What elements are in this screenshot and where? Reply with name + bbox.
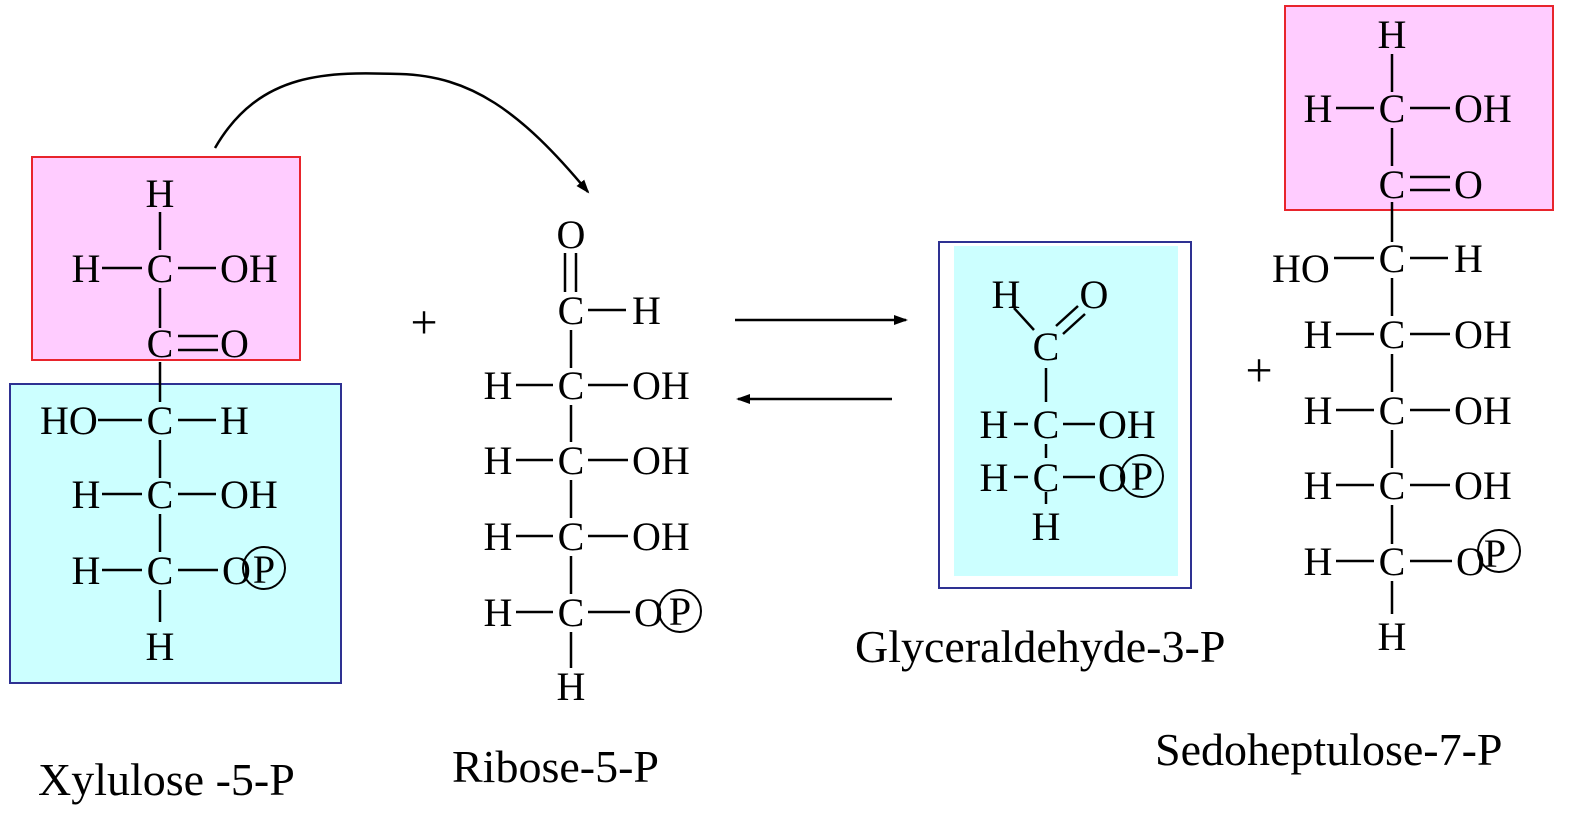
atom-o: O — [1098, 455, 1127, 500]
atom-p: P — [253, 547, 275, 592]
transfer-arrow — [213, 72, 590, 194]
atom-oh: OH — [220, 472, 278, 517]
atom-c: C — [1379, 388, 1406, 433]
atom-c: C — [1379, 539, 1406, 584]
atom-oh: OH — [632, 514, 690, 559]
atom-h: H — [72, 472, 101, 517]
xylulose-label: Xylulose -5-P — [38, 754, 295, 805]
atom-o: O — [1454, 162, 1483, 207]
atom-h: H — [484, 590, 513, 635]
atom-h: H — [484, 514, 513, 559]
plus-sign: + — [410, 296, 437, 349]
glyceraldehyde-3-p-structure: H O C H C OH H C O P H — [938, 241, 1192, 589]
glyceraldehyde-label: Glyceraldehyde-3-P — [855, 621, 1225, 672]
atom-h: H — [220, 398, 249, 443]
phosphate-circle — [242, 546, 286, 590]
atom-o: O — [220, 321, 249, 366]
atom-h: H — [1032, 504, 1061, 549]
sedoheptulose-7-p-structure: H H C OH C O HO C H H C OH H C OH H C OH… — [1272, 5, 1554, 659]
sedoheptulose-label: Sedoheptulose-7-P — [1155, 724, 1503, 775]
atom-h: H — [1454, 236, 1483, 281]
atom-h: H — [1304, 86, 1333, 131]
phosphate-circle — [1477, 529, 1521, 573]
atom-h: H — [484, 438, 513, 483]
atom-h: H — [1304, 388, 1333, 433]
atom-c: C — [147, 246, 174, 291]
xylulose-remainder-box — [9, 383, 342, 684]
atom-oh: OH — [1454, 463, 1512, 508]
atom-h: H — [992, 272, 1021, 317]
atom-h: H — [1304, 312, 1333, 357]
ribose-5-p-structure: O C H H C OH H C OH H C OH H C O P H — [484, 212, 702, 709]
atom-oh: OH — [1454, 388, 1512, 433]
atom-o: O — [634, 590, 663, 635]
atom-ho: HO — [40, 398, 98, 443]
glyceraldehyde-box-fill — [954, 246, 1178, 576]
atom-o: O — [222, 548, 251, 593]
atom-h: H — [1378, 614, 1407, 659]
atom-c: C — [1379, 86, 1406, 131]
atom-oh: OH — [632, 438, 690, 483]
atom-c: C — [1379, 236, 1406, 281]
phosphate-circle — [658, 589, 702, 633]
atom-oh: OH — [1454, 86, 1512, 131]
atom-c: C — [1033, 324, 1060, 369]
atom-h: H — [980, 402, 1009, 447]
atom-h: H — [1304, 539, 1333, 584]
atom-p: P — [1484, 531, 1506, 576]
atom-c: C — [558, 590, 585, 635]
atom-h: H — [146, 624, 175, 669]
plus-sign: + — [1245, 344, 1272, 397]
atom-c: C — [147, 321, 174, 366]
atom-h: H — [72, 548, 101, 593]
atom-oh: OH — [632, 363, 690, 408]
atom-o: O — [1456, 539, 1485, 584]
atom-c: C — [558, 514, 585, 559]
xylulose-5-p-structure: H H C OH C O HO C H H C OH H C O P H — [9, 156, 342, 684]
atom-oh: OH — [1098, 402, 1156, 447]
atom-h: H — [72, 246, 101, 291]
atom-c: C — [558, 288, 585, 333]
atom-p: P — [1131, 454, 1153, 499]
atom-p: P — [669, 589, 691, 634]
atom-c: C — [558, 438, 585, 483]
atom-h: H — [484, 363, 513, 408]
atom-h: H — [557, 664, 586, 709]
atom-c: C — [558, 363, 585, 408]
atom-c: C — [147, 398, 174, 443]
xylulose-transfer-box — [31, 156, 301, 361]
atom-h: H — [632, 288, 661, 333]
atom-ho: HO — [1272, 246, 1330, 291]
ribose-label: Ribose-5-P — [452, 741, 659, 792]
atom-h: H — [146, 171, 175, 216]
atom-c: C — [1033, 402, 1060, 447]
atom-o: O — [557, 212, 586, 257]
phosphate-circle — [1120, 454, 1164, 498]
atom-c: C — [147, 472, 174, 517]
atom-h: H — [1378, 12, 1407, 57]
atom-c: C — [1379, 463, 1406, 508]
atom-oh: OH — [1454, 312, 1512, 357]
atom-c: C — [1379, 312, 1406, 357]
atom-oh: OH — [220, 246, 278, 291]
atom-c: C — [147, 548, 174, 593]
atom-h: H — [1304, 463, 1333, 508]
atom-h: H — [980, 455, 1009, 500]
atom-c: C — [1379, 162, 1406, 207]
atom-c: C — [1033, 455, 1060, 500]
atom-o: O — [1080, 272, 1109, 317]
